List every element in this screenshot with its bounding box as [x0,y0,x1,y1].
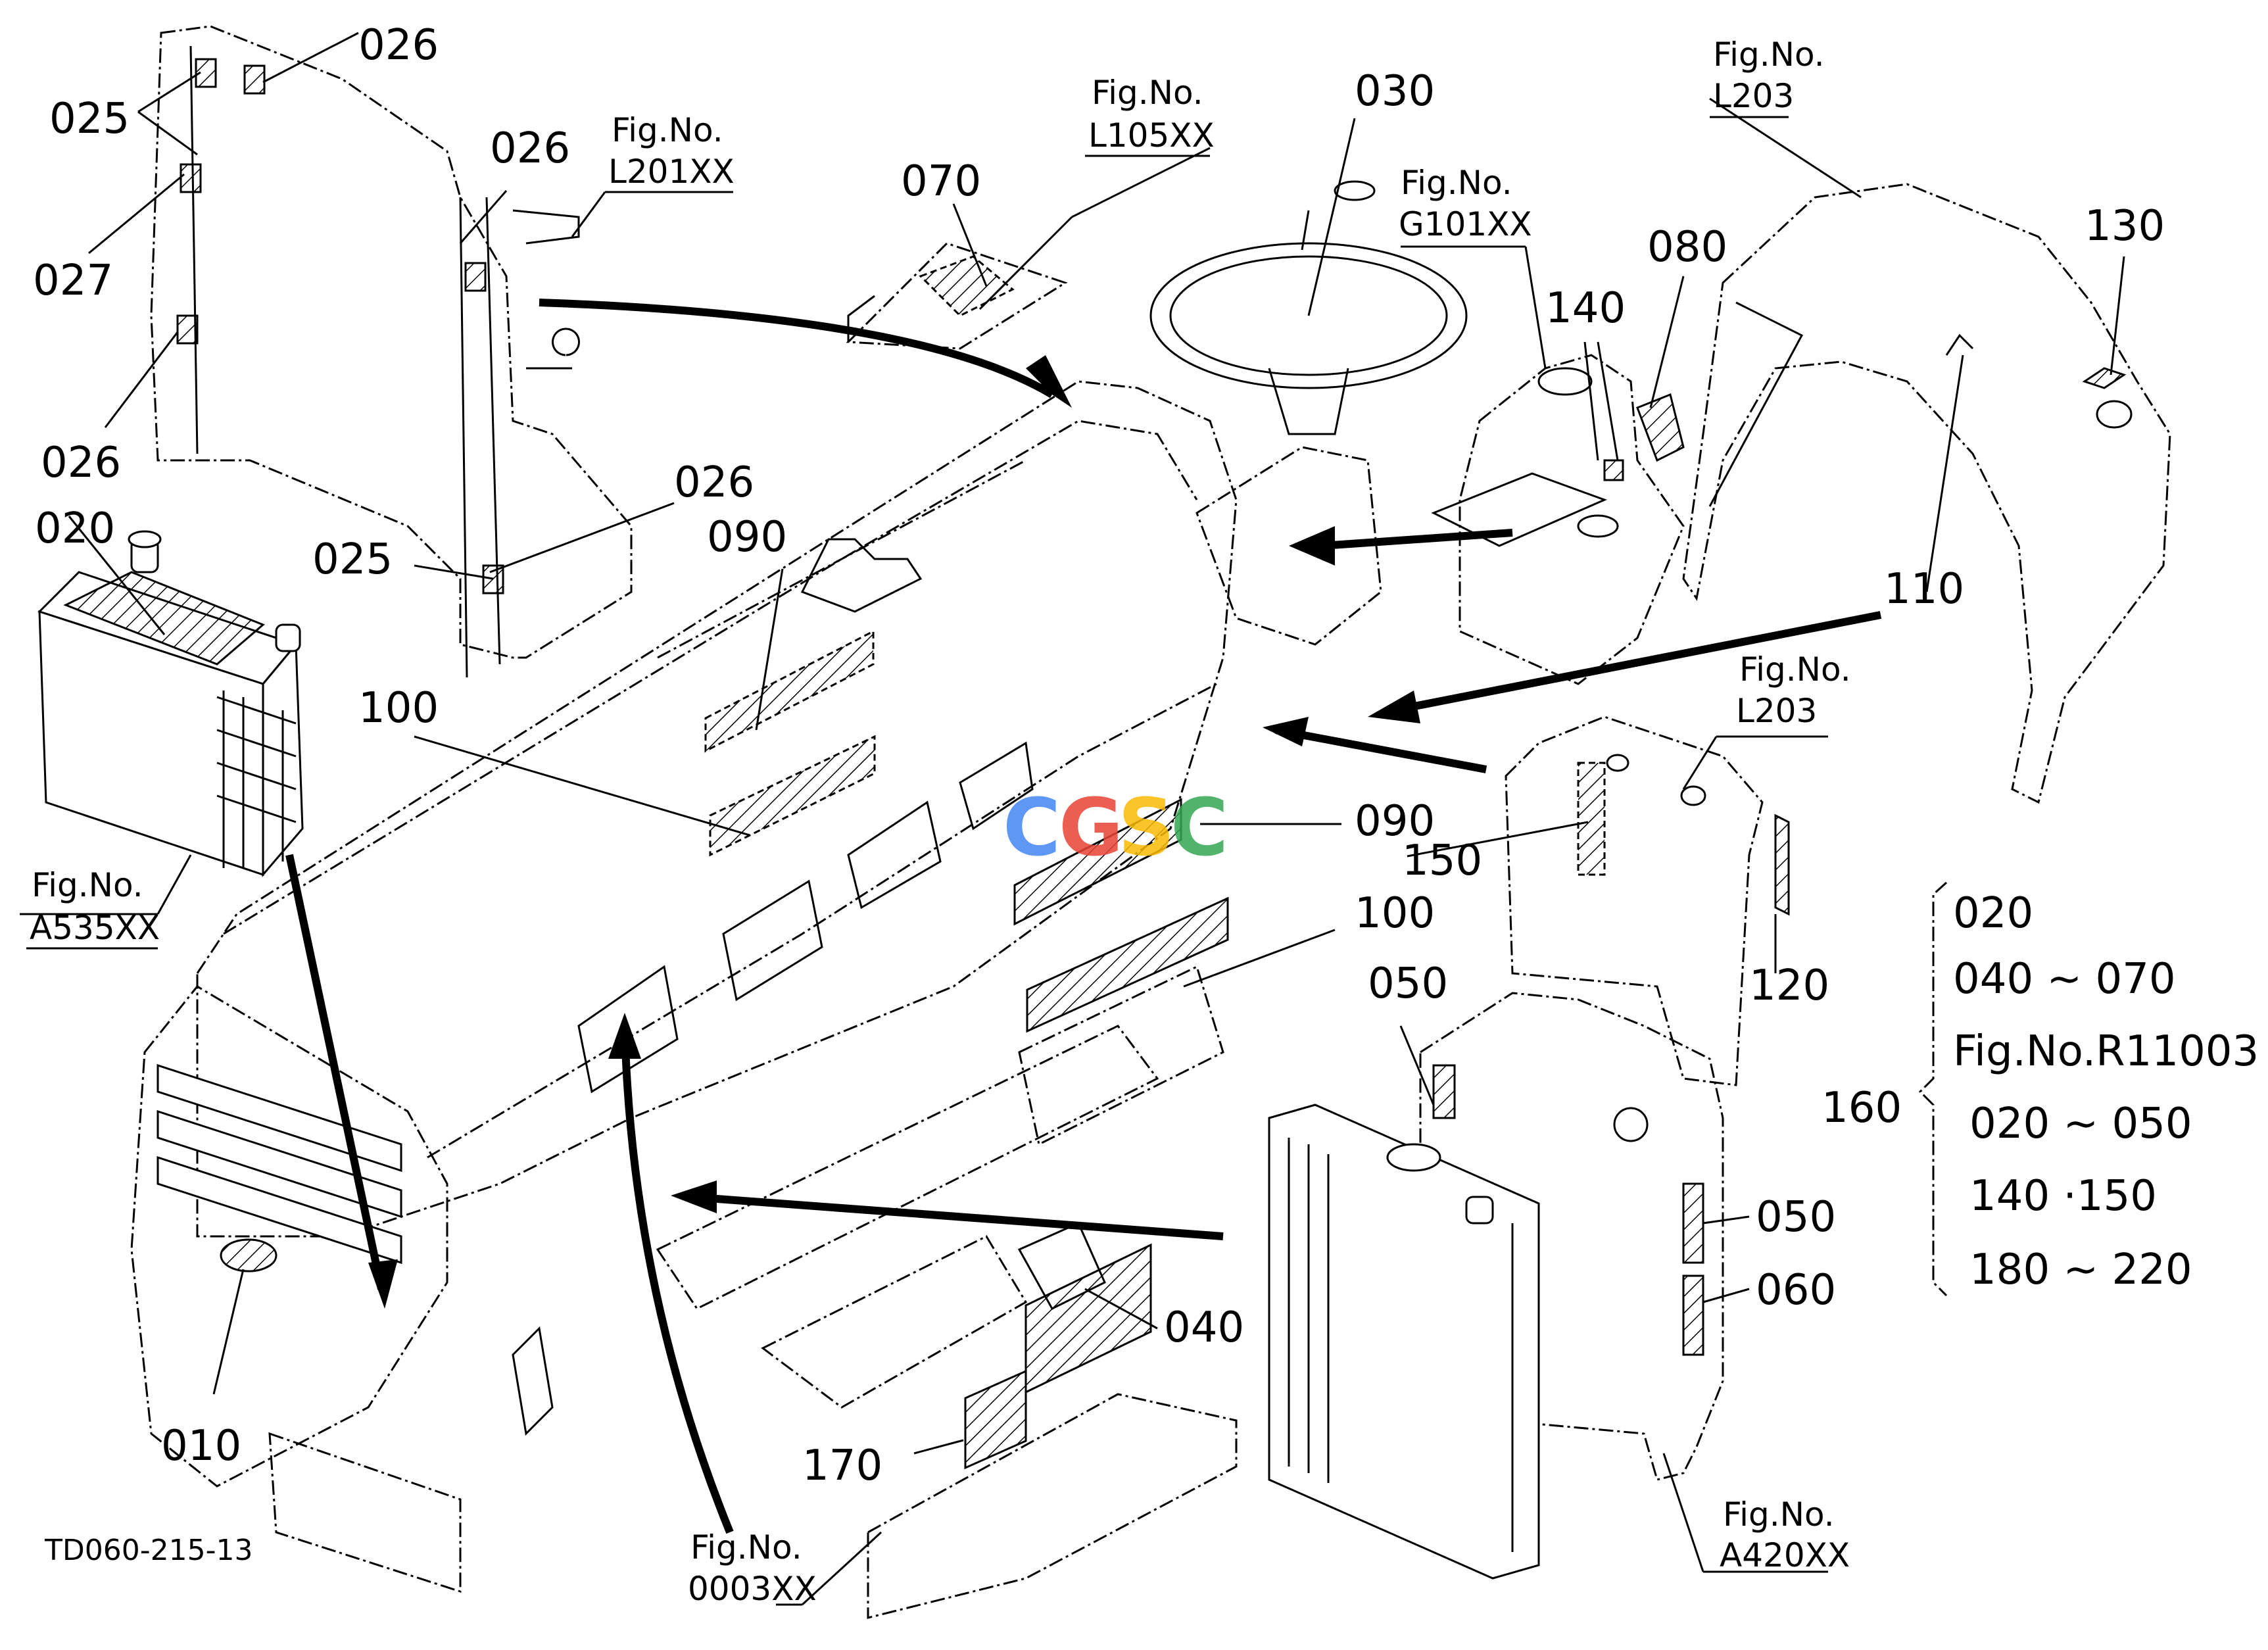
kit-line-6: 180 ∼ 220 [1969,1246,2192,1294]
fig-ref-a535: Fig.No. A535XX [26,866,160,950]
fig-ref-0003: Fig.No. 0003XX [688,1528,817,1608]
callout-110: 110 [1884,565,1964,614]
kit-line-1: 020 [1953,889,2033,938]
drawing-code: TD060-215-13 [44,1534,253,1567]
kit-160-list: 020 040 ∼ 070 Fig.No.R11003 020 ∼ 050 14… [1953,889,2259,1294]
fender [1682,183,2171,804]
callout-labels: 025 026 026 027 026 026 025 020 090 100 … [33,21,2165,1490]
hood-assembly [130,180,1468,1619]
callout-160: 160 [1822,1084,1902,1132]
kit-line-2: 040 ∼ 070 [1953,955,2176,1004]
callout-025-mid: 025 [312,535,393,584]
fig-ref-l203-top: Fig.No. L203 [1710,36,1825,118]
kit-line-5: 140 ·150 [1969,1172,2157,1221]
callout-070: 070 [901,157,981,206]
fig-ref-l203-lower: Fig.No. L203 [1736,650,1851,730]
callout-027: 027 [33,256,113,305]
side-shield [1505,716,1790,1086]
callout-026-mid: 026 [674,458,754,507]
svg-text:A535XX: A535XX [30,909,160,947]
svg-text:Fig.No.: Fig.No. [612,111,723,149]
watermark-letter-c2: C [1170,783,1228,874]
callout-060: 060 [1756,1266,1836,1315]
callout-090-right: 090 [1355,797,1435,846]
callout-080: 080 [1647,223,1727,272]
callout-100-left: 100 [358,684,439,733]
callout-020: 020 [35,504,115,553]
fig-ref-a420: Fig.No. A420XX [1720,1495,1850,1574]
callout-026-upper: 026 [490,124,570,173]
svg-text:L203: L203 [1713,77,1794,115]
svg-text:0003XX: 0003XX [688,1570,817,1608]
callout-050-top: 050 [1368,959,1448,1008]
callout-050-right: 050 [1756,1193,1836,1242]
kit-line-4: 020 ∼ 050 [1969,1100,2192,1148]
callout-170: 170 [802,1442,882,1490]
svg-text:Fig.No.: Fig.No. [1401,164,1512,202]
radiator-assembly [1268,992,1724,1580]
instrument-housing [1431,354,1685,685]
svg-text:Fig.No.: Fig.No. [1739,650,1851,689]
rear-panel [150,25,633,678]
svg-text:Fig.No.: Fig.No. [1713,36,1825,74]
svg-text:Fig.No.: Fig.No. [1092,74,1203,112]
battery [37,530,304,878]
callout-025-top: 025 [49,95,130,143]
callout-010: 010 [161,1422,241,1470]
callout-130: 130 [2085,202,2165,251]
callout-150: 150 [1402,837,1482,885]
callout-140: 140 [1545,284,1626,333]
watermark-letter-g: G [1059,783,1124,874]
callout-090-top: 090 [707,513,787,562]
svg-text:L201XX: L201XX [608,153,735,191]
callout-026-left: 026 [41,439,121,487]
leader-lines [20,32,2125,1606]
kit-line-3: Fig.No.R11003 [1953,1027,2259,1076]
figure-references: Fig.No. L201XX Fig.No. L105XX Fig.No. G1… [26,36,1851,1608]
svg-text:Fig.No.: Fig.No. [690,1528,802,1566]
watermark-letter-c: C [1003,783,1061,874]
assembly-arrows [285,299,1882,1534]
callout-030: 030 [1355,67,1435,116]
callout-040: 040 [1164,1303,1244,1352]
fig-ref-g101: Fig.No. G101XX [1399,164,1532,243]
svg-text:Fig.No.: Fig.No. [1723,1495,1835,1534]
svg-text:G101XX: G101XX [1399,205,1532,243]
fig-ref-l201: Fig.No. L201XX [571,111,735,237]
svg-text:L203: L203 [1736,692,1817,730]
fig-ref-l105: Fig.No. L105XX [1085,74,1215,157]
cgsc-watermark: C G S C [1003,783,1228,874]
svg-text:L105XX: L105XX [1088,116,1215,155]
watermark-letter-s: S [1118,783,1174,874]
callout-120: 120 [1749,961,1829,1010]
svg-text:A420XX: A420XX [1720,1536,1850,1574]
callout-026-top: 026 [358,21,439,70]
decals-040-170 [704,629,1229,1470]
svg-text:Fig.No.: Fig.No. [32,866,143,904]
callout-100-right: 100 [1355,889,1435,938]
